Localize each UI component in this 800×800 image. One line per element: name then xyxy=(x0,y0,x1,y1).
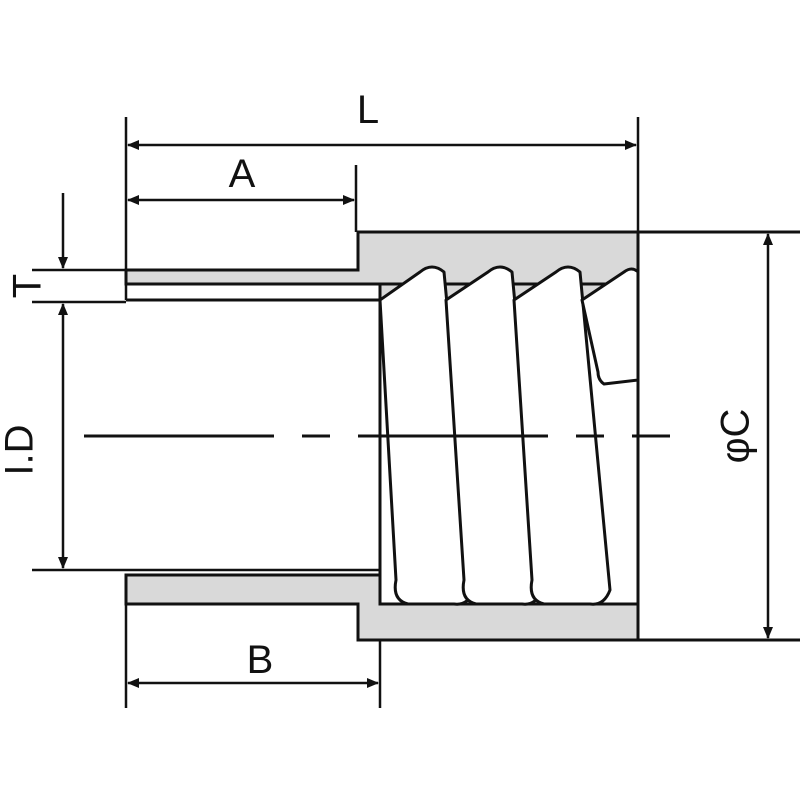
thread-coil-end xyxy=(580,267,640,386)
label-t: T xyxy=(6,274,50,298)
dimension-phi-c: φC xyxy=(714,233,773,639)
dimension-id: I.D xyxy=(0,303,68,569)
label-a: A xyxy=(229,152,256,196)
dimension-b: B xyxy=(127,638,379,688)
label-b: B xyxy=(247,638,274,682)
label-l: L xyxy=(357,88,379,132)
dimension-l: L xyxy=(127,88,637,150)
label-phi-c: φC xyxy=(714,409,758,464)
thread-coil xyxy=(512,265,612,606)
label-id: I.D xyxy=(0,424,42,475)
dimension-a: A xyxy=(127,152,355,205)
dimension-t: T xyxy=(6,193,68,298)
